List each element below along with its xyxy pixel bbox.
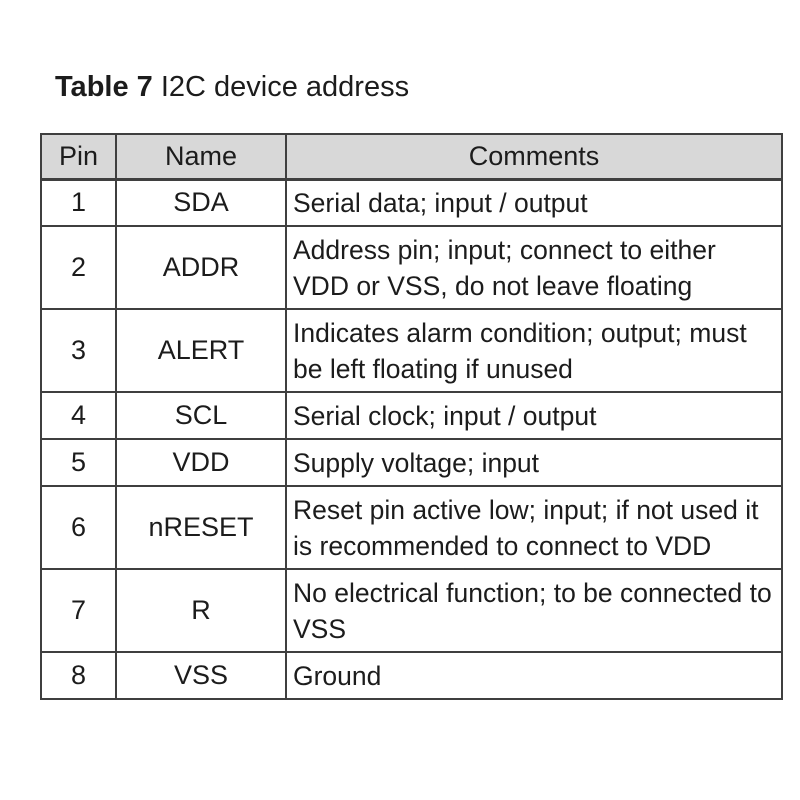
comment-cell: Address pin; input; connect to either VD… (285, 225, 783, 310)
comment-cell: Serial data; input / output (285, 178, 783, 227)
table-row-pin5: 5 VDD Supply voltage; input (40, 438, 783, 487)
table-row-pin6: 6 nRESET Reset pin active low; input; if… (40, 485, 783, 570)
header-row: Pin Name Comments (40, 133, 783, 181)
comment-cell: Reset pin active low; input; if not used… (285, 485, 783, 570)
column-header-pin: Pin (40, 133, 117, 181)
comment-cell: Serial clock; input / output (285, 391, 783, 440)
table-row-pin2: 2 ADDR Address pin; input; connect to ei… (40, 225, 783, 310)
name-cell: VSS (115, 651, 287, 700)
table-row-pin4: 4 SCL Serial clock; input / output (40, 391, 783, 440)
table-caption-number: Table 7 (55, 71, 153, 103)
pin-cell: 5 (40, 438, 117, 487)
pin-cell: 4 (40, 391, 117, 440)
table-caption-text: I2C device address (152, 71, 410, 103)
table-row-pin7: 7 R No electrical function; to be connec… (40, 568, 783, 653)
comment-cell: Ground (285, 651, 783, 700)
name-cell: nRESET (115, 485, 287, 570)
table-row-pin3: 3 ALERT Indicates alarm condition; outpu… (40, 308, 783, 393)
name-cell: VDD (115, 438, 287, 487)
table-row-pin1: 1 SDA Serial data; input / output (40, 178, 783, 227)
pin-cell: 2 (40, 225, 117, 310)
comment-cell: No electrical function; to be connected … (285, 568, 783, 653)
column-header-name: Name (115, 133, 287, 181)
pin-cell: 3 (40, 308, 117, 393)
name-cell: ALERT (115, 308, 287, 393)
table-row-pin8: 8 VSS Ground (40, 651, 783, 700)
name-cell: ADDR (115, 225, 287, 310)
name-cell: SDA (115, 178, 287, 227)
name-cell: SCL (115, 391, 287, 440)
pin-cell: 1 (40, 178, 117, 227)
table-caption: Table 7 I2C device address (55, 71, 409, 103)
i2c-pin-table: Pin Name Comments 1 SDA Serial data; inp… (40, 133, 783, 700)
column-header-comments: Comments (285, 133, 783, 181)
pin-cell: 6 (40, 485, 117, 570)
pin-cell: 7 (40, 568, 117, 653)
name-cell: R (115, 568, 287, 653)
comment-cell: Supply voltage; input (285, 438, 783, 487)
comment-cell: Indicates alarm condition; output; must … (285, 308, 783, 393)
pin-cell: 8 (40, 651, 117, 700)
